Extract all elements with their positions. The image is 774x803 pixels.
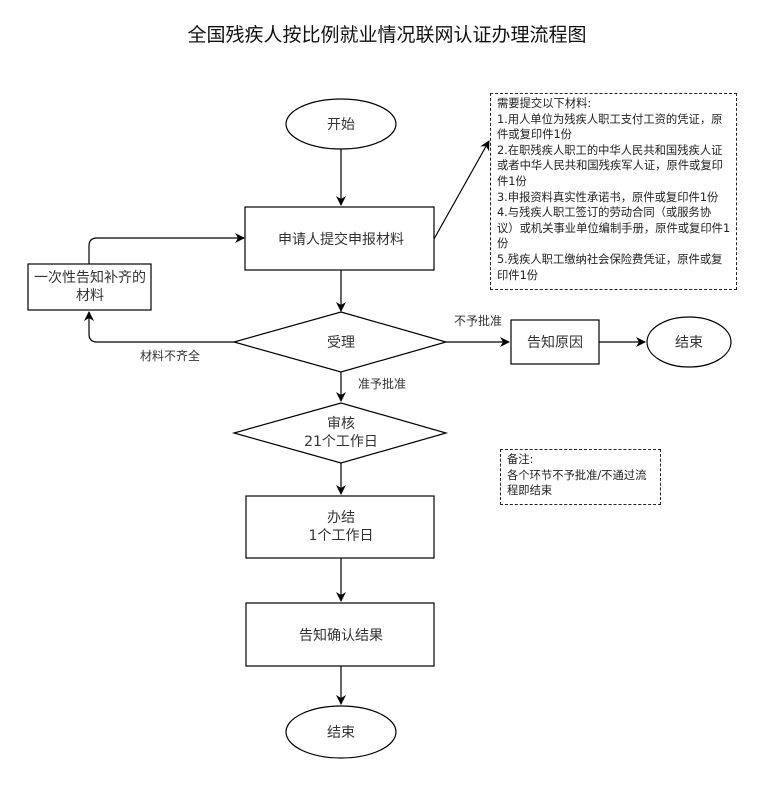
accept-node: [231, 311, 449, 373]
inform-result-node: [245, 602, 435, 667]
edge-supplement-to-submit: [88, 233, 245, 264]
review-label-line-1: 审核: [327, 416, 355, 432]
review-label-line-2: 21个工作日: [304, 434, 378, 450]
review-node: [231, 402, 449, 464]
complete-label-line-2: 1个工作日: [309, 528, 374, 544]
materials-note-line: 3.申报资料真实性承诺书，原件或复印件1份: [497, 190, 719, 204]
materials-note-line: 或者中华人民共和国残疾军人证，原件或复印: [497, 159, 723, 173]
materials-note-line: 4.与残疾人职工签订的劳动合同（或服务协: [497, 206, 712, 220]
edge-label-rejected: 不予批准: [454, 313, 502, 328]
remark-note-line: 各个环节不予批准/不通过流: [507, 468, 647, 482]
submit-node: [244, 206, 435, 271]
edge-label-approved: 准予批准: [358, 376, 406, 391]
remark-note-line: 备注:: [507, 453, 534, 466]
materials-note-line: 件1份: [497, 174, 527, 188]
materials-note: 需要提交以下材料: 1.用人单位为残疾人职工支付工资的凭证，原 件或复印件1份 …: [490, 93, 737, 290]
complete-label-line-1: 办结: [327, 510, 355, 526]
page-title: 全国残疾人按比例就业情况联网认证办理流程图: [187, 24, 586, 46]
accept-label: 受理: [327, 335, 355, 351]
start-node: [285, 98, 397, 150]
remark-note: 备注: 各个环节不予批准/不通过流 程即结束: [500, 449, 661, 505]
inform-reason-label: 告知原因: [527, 334, 583, 351]
materials-note-line: 需要提交以下材料:: [497, 97, 592, 110]
materials-note-line: 议）或机关事业单位编制手册，原件或复印件1: [497, 221, 731, 235]
materials-note-line: 印件1份: [497, 268, 539, 282]
materials-note-line: 份: [497, 237, 509, 251]
edge-submit-to-materials-note: [433, 140, 490, 240]
end-reject-label: 结束: [675, 335, 703, 351]
edge-label-incomplete: 材料不齐全: [140, 348, 200, 363]
end-label: 结束: [327, 725, 355, 741]
materials-note-line: 2.在职残疾人职工的中华人民共和国残疾人证: [497, 143, 723, 157]
inform-result-label: 告知确认结果: [299, 627, 383, 644]
submit-label: 申请人提交申报材料: [278, 231, 404, 248]
remark-note-line: 程即结束: [507, 484, 553, 498]
supplement-label-line-1: 一次性告知补齐的: [34, 269, 146, 286]
materials-note-line: 件或复印件1份: [497, 128, 572, 142]
end-reject-node: [646, 316, 732, 368]
materials-note-line: 1.用人单位为残疾人职工支付工资的凭证，原: [497, 112, 723, 126]
start-label: 开始: [327, 117, 355, 133]
inform-reason-node: [510, 319, 600, 365]
end-node: [285, 705, 397, 759]
supplement-node: [27, 263, 152, 311]
edge-accept-to-supplement: [84, 311, 234, 343]
complete-node: [245, 495, 435, 559]
supplement-label-line-2: 材料: [76, 288, 104, 304]
materials-note-line: 5.残疾人职工缴纳社会保险费凭证，原件或复: [497, 252, 723, 266]
